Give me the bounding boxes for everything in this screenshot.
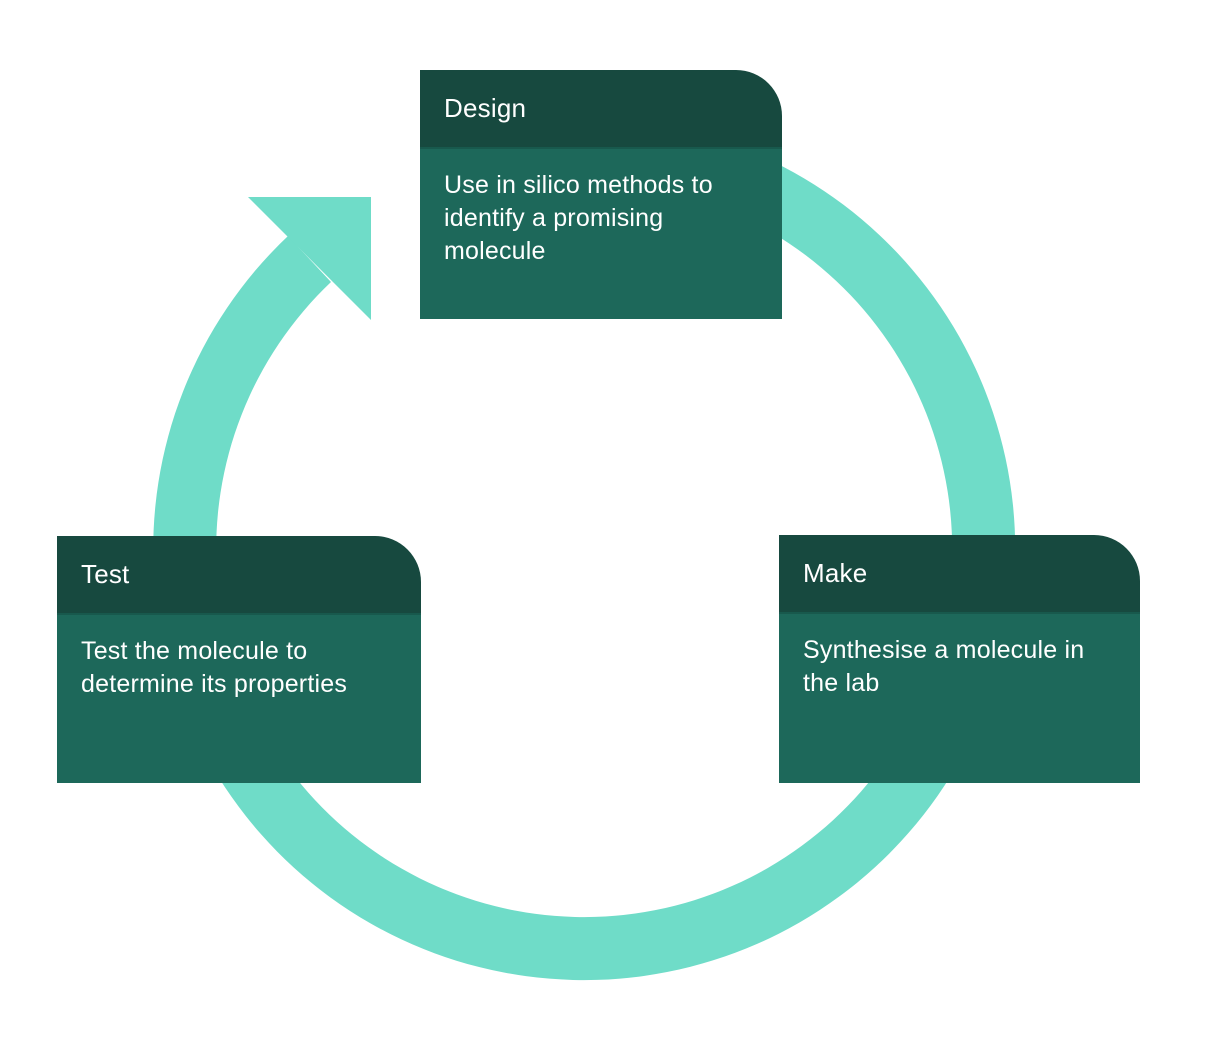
step-title: Make (803, 558, 868, 588)
step-card-design-header: Design (420, 70, 782, 147)
step-description: Synthesise a molecule in the lab (803, 636, 1085, 697)
step-card-design: Design Use in silico methods to identify… (420, 70, 782, 319)
cycle-arrowhead-icon (248, 197, 371, 320)
step-card-test-header: Test (57, 536, 421, 613)
step-card-design-body: Use in silico methods to identify a prom… (420, 147, 782, 319)
step-card-test: Test Test the molecule to determine its … (57, 536, 421, 783)
step-title: Design (444, 93, 527, 123)
step-title: Test (81, 559, 130, 589)
step-card-make-header: Make (779, 535, 1140, 612)
step-description: Use in silico methods to identify a prom… (444, 171, 713, 265)
step-card-make-body: Synthesise a molecule in the lab (779, 612, 1140, 783)
step-card-test-body: Test the molecule to determine its prope… (57, 613, 421, 783)
step-description: Test the molecule to determine its prope… (81, 637, 348, 698)
step-card-make: Make Synthesise a molecule in the lab (779, 535, 1140, 783)
